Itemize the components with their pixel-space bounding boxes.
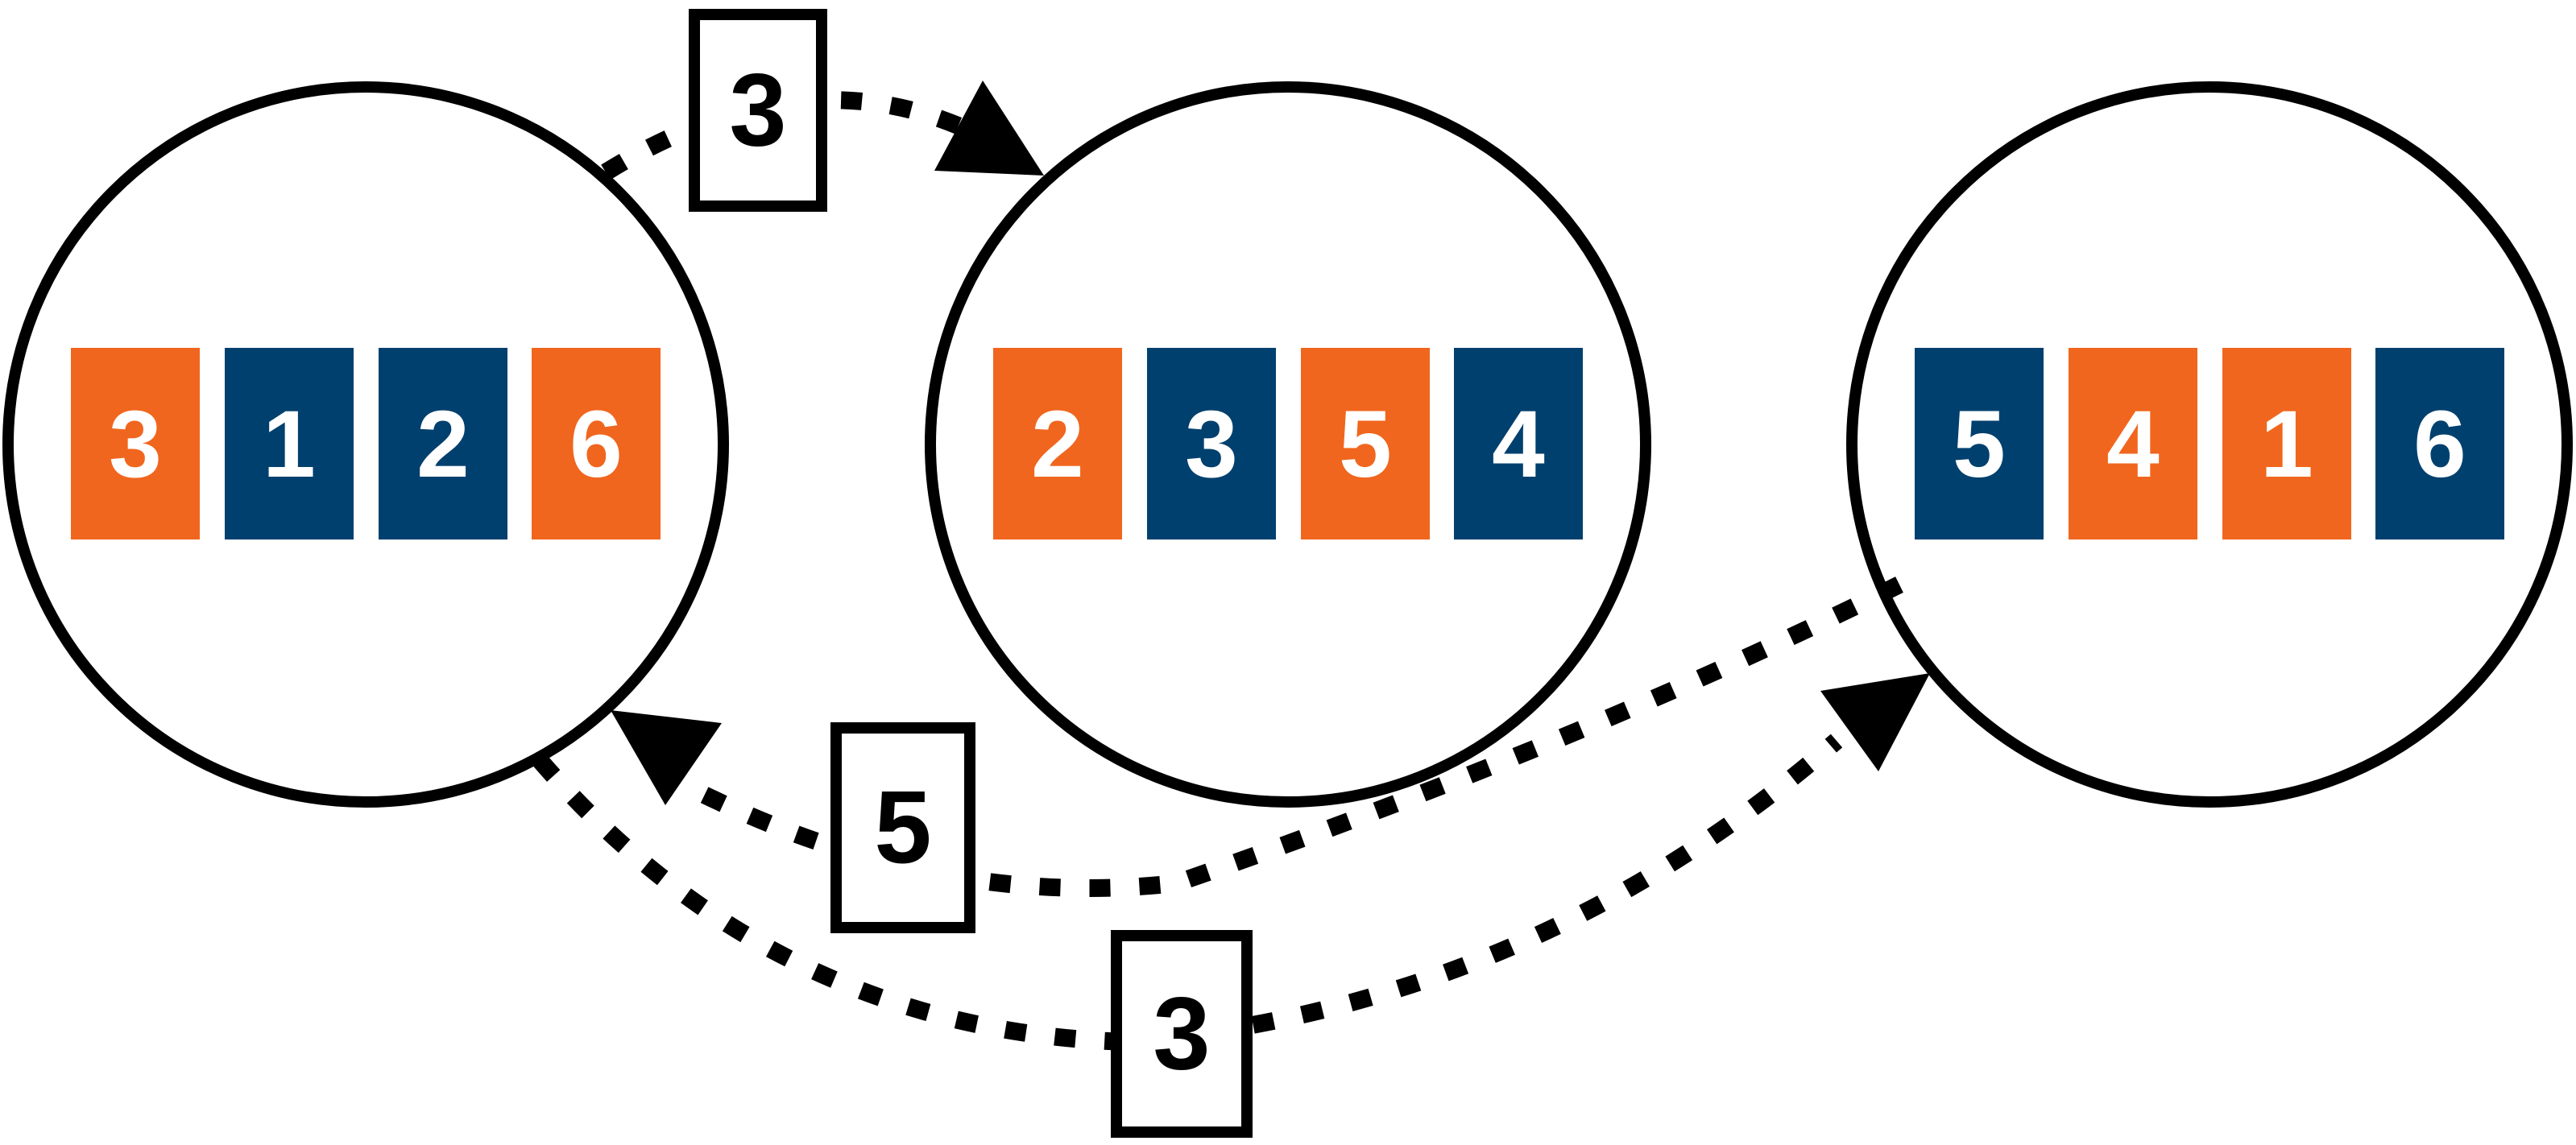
node-a-tile-2-label: 1	[263, 391, 316, 498]
node-a-tile-4: 6	[532, 348, 661, 539]
edge-a-to-b: 3	[601, 9, 1044, 212]
node-a-tile-1-label: 3	[109, 391, 162, 498]
node-c-tile-3-bg	[2222, 348, 2351, 539]
node-c-circle	[1846, 81, 2573, 808]
node-a-tile-4-bg	[532, 348, 661, 539]
node-b-tiles: 2 3 5 4	[993, 348, 1583, 539]
node-b-tile-4-label: 4	[1492, 391, 1545, 498]
node-b-tile-3-label: 5	[1339, 391, 1392, 498]
edge-a-to-b-label: 3	[729, 53, 786, 168]
node-c-tile-4-bg	[2375, 348, 2504, 539]
node-c-tile-2-bg	[2069, 348, 2197, 539]
edge-c-to-a-line	[689, 577, 1903, 897]
edge-c-to-a: 5	[611, 577, 1903, 933]
node-c-tile-4: 6	[2375, 348, 2504, 539]
node-c-tile-2-label: 4	[2106, 391, 2160, 498]
node-b-tile-1: 2	[993, 348, 1122, 539]
node-a-tile-1: 3	[71, 348, 200, 539]
edge-a-to-c-label-box	[1111, 930, 1253, 1138]
edge-c-to-a-label-box	[830, 722, 975, 933]
node-b-circle	[925, 81, 1651, 808]
node-c-tile-1: 5	[1915, 348, 2044, 539]
node-a-tile-3-label: 2	[416, 391, 470, 498]
node-b-tile-4-bg	[1454, 348, 1583, 539]
node-a-tile-1-bg	[71, 348, 200, 539]
node-a-tile-3-bg	[379, 348, 507, 539]
node-a-tiles: 3 1 2 6	[71, 348, 661, 539]
node-b-tile-3: 5	[1301, 348, 1430, 539]
edge-a-to-c-arrowhead	[1820, 673, 1930, 771]
edge-a-to-b-label-box	[689, 9, 827, 212]
edge-c-to-a-arrowhead	[611, 710, 722, 805]
node-c-tile-4-label: 6	[2413, 391, 2466, 498]
edge-c-to-a-label: 5	[874, 771, 931, 886]
edge-a-to-c-label: 3	[1153, 977, 1210, 1092]
node-a-tile-2-bg	[225, 348, 354, 539]
edge-a-to-c: 3	[532, 673, 1930, 1138]
node-a-tile-4-label: 6	[569, 391, 623, 498]
node-c-tile-3: 1	[2222, 348, 2351, 539]
node-b-tile-4: 4	[1454, 348, 1583, 539]
node-b-tile-2-label: 3	[1185, 391, 1238, 498]
node-b-tile-3-bg	[1301, 348, 1430, 539]
node-c-tile-2: 4	[2069, 348, 2197, 539]
node-a-circle	[2, 81, 729, 808]
node-b-tile-2: 3	[1147, 348, 1276, 539]
node-c-tile-1-label: 5	[1953, 391, 2006, 498]
node-c-tiles: 5 4 1 6	[1915, 348, 2504, 539]
edge-a-to-c-line	[532, 734, 1843, 1052]
node-c-tile-1-bg	[1915, 348, 2044, 539]
node-b-tile-1-bg	[993, 348, 1122, 539]
node-b-tile-2-bg	[1147, 348, 1276, 539]
node-c-tile-3-label: 1	[2260, 391, 2313, 498]
node-a-tile-3: 2	[379, 348, 507, 539]
node-b-tile-1-label: 2	[1031, 391, 1084, 498]
edge-a-to-b-arrowhead	[934, 81, 1044, 176]
node-a-tile-2: 1	[225, 348, 354, 539]
